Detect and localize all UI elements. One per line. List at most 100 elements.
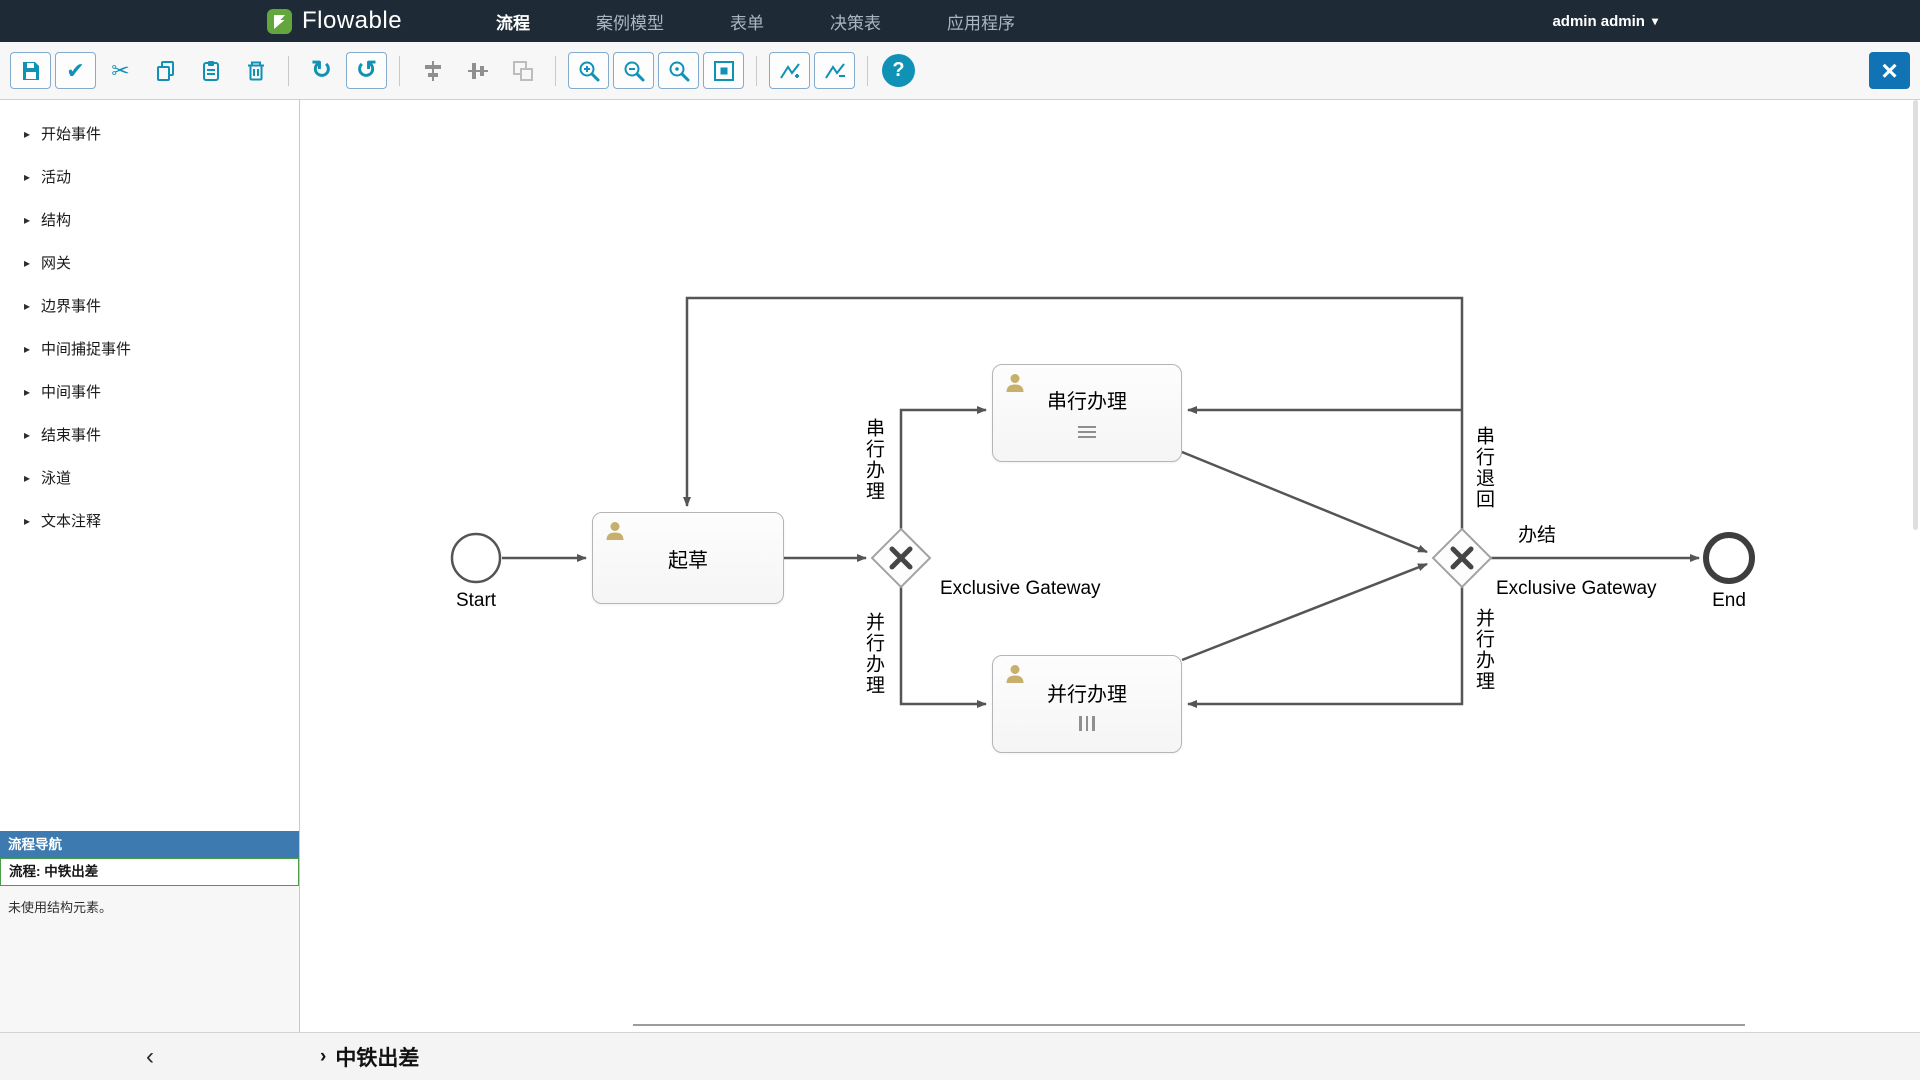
palette-start-events[interactable]: ▸ 开始事件 xyxy=(0,112,299,155)
toolbar-separator xyxy=(288,55,289,86)
caret-down-icon: ▾ xyxy=(1651,14,1658,28)
bpmn-diagram-svg xyxy=(450,296,1755,708)
gateway-x-icon xyxy=(889,546,913,570)
bottom-bar: ‹ › 中铁出差 xyxy=(0,1032,1920,1080)
close-editor-button[interactable]: × xyxy=(1869,52,1910,89)
same-size-icon xyxy=(512,60,533,81)
collapse-left-icon: ‹ xyxy=(146,1042,154,1070)
process-title: 中铁出差 xyxy=(335,1046,420,1070)
help-button[interactable]: ? xyxy=(882,54,915,87)
toolbar-separator xyxy=(756,55,757,86)
zoom-in-button[interactable] xyxy=(568,52,609,89)
toolbar-separator xyxy=(399,55,400,86)
flow-serial-to-gateway2[interactable] xyxy=(1181,450,1428,554)
navigator-process-item[interactable]: 流程: 中铁出差 xyxy=(0,858,299,886)
palette-item-label: 结束事件 xyxy=(41,427,102,444)
zoom-out-button[interactable] xyxy=(613,52,654,89)
same-size-button[interactable] xyxy=(502,52,543,89)
zoom-actual-button[interactable] xyxy=(658,52,699,89)
nav-item-decision-tables[interactable]: 决策表 xyxy=(830,13,882,33)
task-parallel[interactable]: 并行办理 xyxy=(992,655,1182,753)
bpmn-canvas[interactable]: 起草 串行办理 并行办理 Start Exclusive Gateway Exc… xyxy=(300,100,1920,1032)
flow-label-parallel-return: 并行办理 xyxy=(1473,608,1494,692)
palette-text-annotation[interactable]: ▸ 文本注释 xyxy=(0,499,299,542)
flow-parallel-to-gateway2[interactable] xyxy=(1181,562,1428,662)
palette-item-label: 中间捕捉事件 xyxy=(41,341,132,358)
save-icon xyxy=(22,61,39,80)
chevron-right-icon: ▸ xyxy=(24,470,31,485)
remove-bendpoint-icon xyxy=(824,62,845,79)
check-icon: ✔ xyxy=(66,57,85,83)
redo-button[interactable]: ↻ xyxy=(301,52,342,89)
task-label: 起草 xyxy=(668,549,708,572)
delete-button[interactable] xyxy=(235,52,276,89)
user-menu[interactable]: admin admin ▾ xyxy=(1552,13,1658,30)
exclusive-gateway-1[interactable] xyxy=(870,527,932,589)
palette-structural[interactable]: ▸ 结构 xyxy=(0,198,299,241)
cut-button[interactable]: ✂ xyxy=(100,52,141,89)
remove-bendpoint-button[interactable] xyxy=(814,52,855,89)
palette-item-label: 中间事件 xyxy=(41,384,102,401)
nav-item-apps[interactable]: 应用程序 xyxy=(947,13,1016,33)
palette-end-events[interactable]: ▸ 结束事件 xyxy=(0,413,299,456)
gateway1-label: Exclusive Gateway xyxy=(940,578,1101,599)
user-task-icon xyxy=(1004,372,1026,400)
flowable-logo: Flowable xyxy=(266,7,402,35)
flow-label-parallel: 并行办理 xyxy=(863,612,884,696)
palette-item-label: 网关 xyxy=(41,255,72,272)
sidebar-collapse-button[interactable]: ‹ xyxy=(0,1042,300,1070)
palette-boundary-events[interactable]: ▸ 边界事件 xyxy=(0,284,299,327)
align-horizontal-button[interactable] xyxy=(457,52,498,89)
parallel-multi-instance-icon xyxy=(1079,715,1095,731)
flowable-logo-icon xyxy=(267,8,292,34)
add-bendpoint-button[interactable] xyxy=(769,52,810,89)
palette-item-label: 结构 xyxy=(41,212,72,229)
horizontal-scrollbar[interactable] xyxy=(633,1024,1745,1026)
user-task-icon xyxy=(604,520,626,548)
task-draft[interactable]: 起草 xyxy=(592,512,784,604)
flow-label-serial-return: 串行退回 xyxy=(1473,426,1494,510)
flow-gateway2-return-to-parallel[interactable] xyxy=(1187,587,1464,708)
zoom-fit-button[interactable] xyxy=(703,52,744,89)
vertical-scrollbar[interactable] xyxy=(1913,100,1918,530)
breadcrumb-chevron-icon: › xyxy=(320,1045,327,1067)
nav-item-processes[interactable]: 流程 xyxy=(496,13,531,33)
paste-button[interactable] xyxy=(190,52,231,89)
process-title-bar[interactable]: › 中铁出差 xyxy=(300,1042,419,1072)
start-event-circle[interactable] xyxy=(450,532,502,584)
palette-sidebar: ▸ 开始事件 ▸ 活动 ▸ 结构 ▸ 网关 ▸ 边界事件 ▸ 中间捕捉事件 ▸ … xyxy=(0,100,300,1032)
copy-button[interactable] xyxy=(145,52,186,89)
toolbar-separator xyxy=(555,55,556,86)
align-vertical-button[interactable] xyxy=(412,52,453,89)
palette-item-label: 活动 xyxy=(41,169,72,186)
chevron-right-icon: ▸ xyxy=(24,298,31,313)
palette-swimlanes[interactable]: ▸ 泳道 xyxy=(0,456,299,499)
start-event-label: Start xyxy=(455,590,497,611)
task-serial[interactable]: 串行办理 xyxy=(992,364,1182,462)
chevron-right-icon: ▸ xyxy=(24,513,31,528)
palette-intermediate-events[interactable]: ▸ 中间事件 xyxy=(0,370,299,413)
nav-item-case-models[interactable]: 案例模型 xyxy=(596,13,665,33)
palette-intermediate-catching-events[interactable]: ▸ 中间捕捉事件 xyxy=(0,327,299,370)
flow-gateway2-return-to-draft[interactable] xyxy=(683,296,1464,529)
exclusive-gateway-2[interactable] xyxy=(1431,527,1493,589)
end-event-label: End xyxy=(1712,590,1746,611)
validate-button[interactable]: ✔ xyxy=(55,52,96,89)
zoom-in-icon xyxy=(579,61,599,81)
sequential-multi-instance-icon xyxy=(1078,423,1096,441)
main-nav: 流程 案例模型 表单 决策表 应用程序 xyxy=(494,5,1017,38)
question-icon: ? xyxy=(892,59,905,81)
zoom-actual-icon xyxy=(669,61,689,81)
palette-activities[interactable]: ▸ 活动 xyxy=(0,155,299,198)
toolbar-separator xyxy=(867,55,868,86)
flow-gateway1-to-parallel[interactable] xyxy=(899,587,987,708)
undo-button[interactable]: ↺ xyxy=(346,52,387,89)
gateway-x-icon xyxy=(1450,546,1474,570)
save-button[interactable] xyxy=(10,52,51,89)
zoom-out-icon xyxy=(624,61,644,81)
palette-gateways[interactable]: ▸ 网关 xyxy=(0,241,299,284)
nav-item-forms[interactable]: 表单 xyxy=(730,13,765,33)
close-icon: × xyxy=(1881,54,1898,86)
flow-gateway1-to-serial[interactable] xyxy=(899,406,987,529)
end-event-circle[interactable] xyxy=(1703,532,1755,584)
